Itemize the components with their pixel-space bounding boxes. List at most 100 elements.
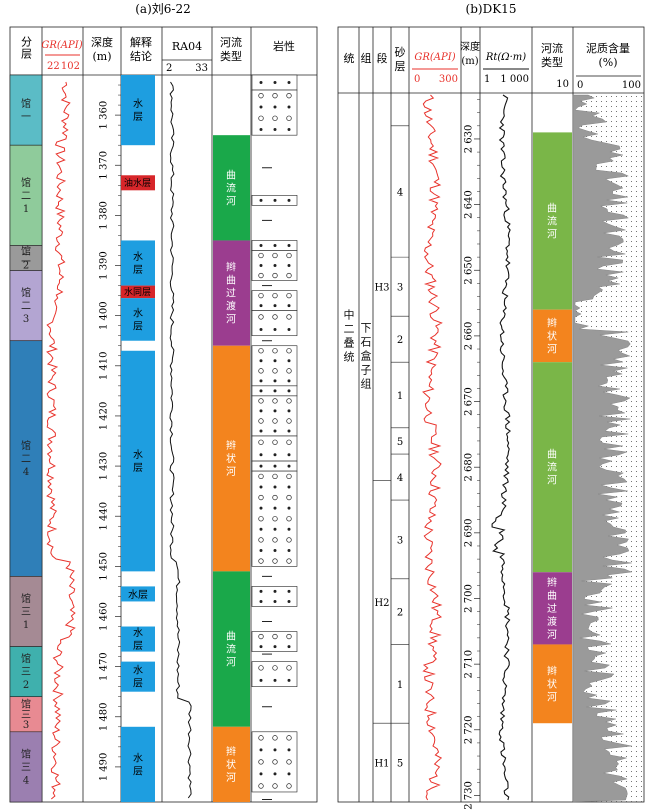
lith-dot [287,599,291,603]
left-layer-label-1-char: 馆 [21,176,31,189]
lith-circle [286,348,292,354]
right-river-label-2-char: 河 [547,475,557,487]
left-river-label-2-char: 河 [226,466,236,478]
lith-dot [287,453,291,457]
right-header-duan: 段 [377,51,388,65]
right-river-scale: 10 [556,79,569,90]
lith-circle [286,735,292,741]
lith-dot [287,645,291,649]
lith-dot [273,409,277,413]
right-header-depth: 深度 [460,40,480,53]
right-zu-label-char: 石 [361,335,372,348]
lith-dot [287,379,291,383]
lith-circle [286,473,292,480]
left-header-ra: RA04 [172,40,202,53]
left-river-label-3-char: 河 [226,657,236,669]
right-depth-label: 2 670 [464,387,475,416]
lith-circle [272,735,278,741]
lith-circle [258,368,264,374]
lith-circle [258,558,264,564]
lith-circle [286,292,292,299]
right-tong-label-char: 叠 [344,337,355,350]
lith-dot [273,548,277,552]
left-river-label-1-char: 辫 [226,261,236,274]
lith-dot [273,772,277,776]
left-header-layer: 分层 [20,36,33,60]
right-tong-label-char: 中 [344,309,355,322]
left-river-2 [213,345,250,572]
right-river-label-3-char: 辫 [547,576,557,589]
lith-circle [286,418,292,424]
left-interp-label-7b: 层 [133,640,143,652]
left-river-0 [213,135,250,241]
right-river-label-3-char: 河 [547,629,557,641]
right-depth-label: 2 690 [464,519,475,548]
lith-dot [287,748,291,752]
right-gr-max: 300 [439,74,458,85]
left-layer-label-3-char: 3 [23,314,29,325]
left-interp-label-9b: 层 [133,765,143,777]
left-layer-label-5-char: 馆 [21,592,31,605]
lith-dot [287,506,291,510]
lith-dot [287,678,291,682]
lith-dot [287,409,291,413]
lith-dot [287,485,291,489]
lith-dot [259,243,263,247]
shaceng-label-6: 3 [397,535,403,546]
left-interp-2 [121,240,155,286]
right-mud-max: 100 [622,80,641,91]
lith-dot [259,198,263,202]
right-river-label-3-char: 渡 [547,615,557,628]
shaceng-label-9: 5 [397,759,403,770]
left-header-interp2: 结论 [130,49,152,63]
right-rt-curve [491,94,511,801]
duan-label-1: H2 [374,598,389,609]
lith-circle [258,93,264,99]
left-layer-label-7-char: 3 [23,720,29,731]
left-depth-label: 1 420 [99,402,110,431]
left-depth-label: 1 470 [99,652,110,681]
left-interp-label-4: 水 [133,307,143,319]
lith-dot [259,327,263,331]
lith-circle [258,473,264,480]
right-river-2 [533,362,572,573]
lith-dot [273,485,277,489]
left-interp-5 [121,350,155,572]
lith-dot [259,589,263,593]
shaceng-label-3: 1 [397,391,403,402]
left-layer-label-4-char: 二 [21,454,31,465]
right-zu-label-char: 组 [361,376,372,390]
right-mud-min: 0 [577,80,583,91]
lith-dot [259,304,263,308]
lith-dot [273,243,277,247]
right-river-label-2-char: 曲 [547,449,557,461]
left-interp-0 [121,75,155,146]
left-depth-label: 1 390 [99,251,110,280]
right-depth-label: 2 650 [464,256,475,285]
lith-dot [259,645,263,649]
right-depth-label: 2 680 [464,453,475,482]
left-river-label-2-char: 辫 [226,439,236,452]
right-river-label-2-char: 流 [547,461,557,474]
lith-dot [273,453,277,457]
shaceng-label-7: 2 [397,608,403,619]
lith-dot [259,389,263,393]
left-layer-label-3-char: 二 [21,301,31,312]
left-river-label-3-char: 曲 [226,631,236,643]
right-header-shaceng-2: 层 [395,60,406,73]
lith-box-18 [251,586,298,607]
left-river-3 [213,571,250,727]
right-river-label-0-char: 曲 [547,203,557,215]
right-zu-label-char: 子 [361,363,372,376]
lith-dot [259,128,263,132]
lith-circle [258,292,264,299]
lith-dot [287,429,291,433]
right-tong-label-char: 统 [344,351,355,364]
lith-circle [272,292,278,299]
left-layer-7 [9,696,43,733]
left-depth-label: 1 490 [99,753,110,782]
lith-dot [273,359,277,363]
lith-dot [287,527,291,531]
right-header-mud: 泥质含量 [586,41,630,55]
right-depth-label: 2 720 [464,715,475,744]
